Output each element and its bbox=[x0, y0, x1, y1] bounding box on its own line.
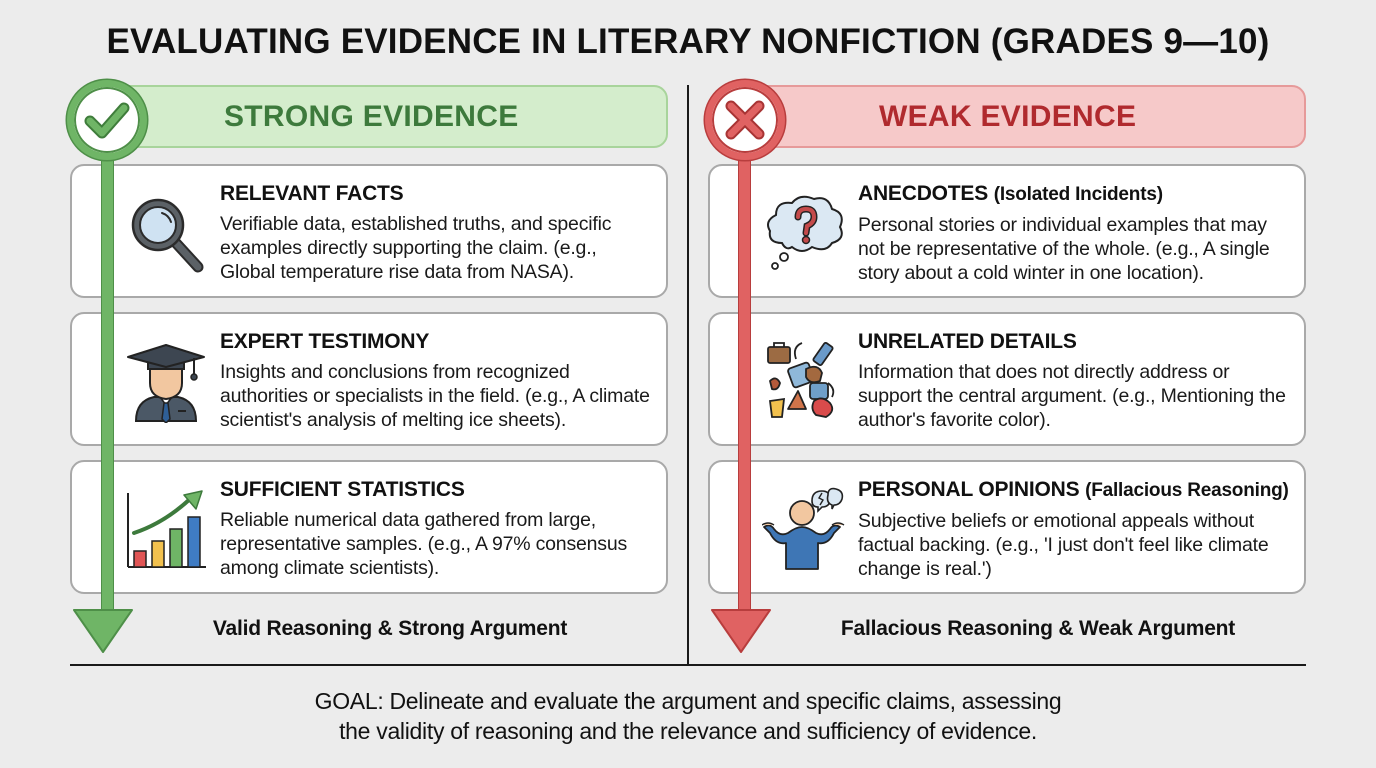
strong-conclusion: Valid Reasoning & Strong Argument bbox=[212, 617, 568, 640]
column-divider bbox=[687, 85, 689, 665]
card-body: Subjective beliefs or emotional appeals … bbox=[858, 510, 1269, 580]
shrugging-person-icon bbox=[762, 487, 845, 570]
evidence-card-relevant-facts: RELEVANT FACTS Verifiable data, establis… bbox=[70, 164, 668, 298]
card-body: Personal stories or individual examples … bbox=[858, 214, 1270, 284]
graduate-expert-icon bbox=[127, 344, 205, 423]
evidence-card-unrelated-details: UNRELATED DETAILS Information that does … bbox=[708, 312, 1306, 446]
evidence-card-expert-testimony: EXPERT TESTIMONY Insights and conclusion… bbox=[70, 312, 668, 446]
card-heading-sub: (Fallacious Reasoning) bbox=[1085, 480, 1289, 501]
card-heading: UNRELATED DETAILS bbox=[858, 330, 1077, 353]
card-heading: PERSONAL OPINIONS (Fallacious Reasoning) bbox=[858, 476, 1290, 505]
magnifying-glass-icon bbox=[131, 198, 204, 273]
card-heading: ANECDOTES (Isolated Incidents) bbox=[858, 180, 1290, 209]
scattered-objects-icon bbox=[767, 342, 835, 418]
thought-bubble-question-icon bbox=[767, 195, 843, 270]
card-body: Reliable numerical data gathered from la… bbox=[220, 509, 628, 579]
x-mark-icon bbox=[705, 80, 785, 160]
strong-arrow-shaft bbox=[101, 156, 114, 614]
page-title: EVALUATING EVIDENCE IN LITERARY NONFICTI… bbox=[106, 22, 1270, 61]
card-body: Verifiable data, established truths, and… bbox=[220, 213, 612, 283]
card-heading-main: ANECDOTES bbox=[858, 182, 989, 205]
goal-line-2: the validity of reasoning and the releva… bbox=[339, 718, 1037, 744]
card-body: Insights and conclusions from recognized… bbox=[220, 361, 650, 431]
evidence-card-sufficient-statistics: SUFFICIENT STATISTICS Reliable numerical… bbox=[70, 460, 668, 594]
card-body: Information that does not directly addre… bbox=[858, 361, 1286, 431]
strong-evidence-title: STRONG EVIDENCE bbox=[224, 99, 519, 133]
card-heading-sub: (Isolated Incidents) bbox=[993, 184, 1163, 205]
goal-statement: GOAL: Delineate and evaluate the argumen… bbox=[0, 686, 1376, 746]
evidence-card-anecdotes: ANECDOTES (Isolated Incidents) Personal … bbox=[708, 164, 1306, 298]
card-heading: SUFFICIENT STATISTICS bbox=[220, 478, 465, 501]
goal-line-1: GOAL: Delineate and evaluate the argumen… bbox=[314, 688, 1062, 714]
card-heading: EXPERT TESTIMONY bbox=[220, 330, 430, 353]
goal-divider bbox=[70, 664, 1306, 666]
rising-bar-chart-icon bbox=[127, 490, 206, 568]
down-arrow-icon bbox=[711, 609, 771, 653]
card-heading: RELEVANT FACTS bbox=[220, 182, 404, 205]
down-arrow-icon bbox=[73, 609, 133, 653]
weak-conclusion: Fallacious Reasoning & Weak Argument bbox=[840, 617, 1236, 640]
card-heading-main: PERSONAL OPINIONS bbox=[858, 478, 1080, 501]
weak-arrow-shaft bbox=[738, 156, 751, 614]
checkmark-icon bbox=[67, 80, 147, 160]
evidence-card-personal-opinions: PERSONAL OPINIONS (Fallacious Reasoning)… bbox=[708, 460, 1306, 594]
weak-evidence-header: WEAK EVIDENCE bbox=[737, 85, 1306, 148]
weak-evidence-title: WEAK EVIDENCE bbox=[879, 99, 1137, 133]
strong-evidence-header: STRONG EVIDENCE bbox=[100, 85, 668, 148]
